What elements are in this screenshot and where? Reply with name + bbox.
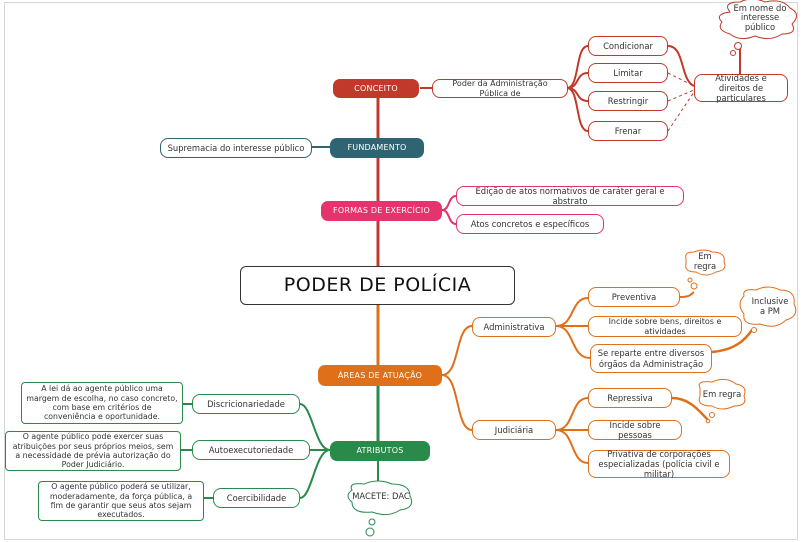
dash-frenar [667, 91, 695, 132]
areas-node[interactable]: ÁREAS DE ATUAÇÃO [318, 365, 442, 386]
adm-incide-bens[interactable]: Incide sobre bens, direitos e atividades [588, 316, 742, 337]
acao-condicionar[interactable]: Condicionar [588, 36, 668, 56]
dash-restringir [667, 89, 695, 102]
formas-node[interactable]: FORMAS DE EXERCÍCIO [321, 201, 442, 221]
area-administrativa[interactable]: Administrativa [472, 317, 556, 337]
jud-incide-pessoas[interactable]: Incide sobre pessoas [588, 420, 682, 440]
cloud-bubble [705, 418, 711, 424]
central-title: PODER DE POLÍCIA [240, 266, 515, 305]
adm-preventiva[interactable]: Preventiva [588, 287, 680, 307]
link-nota-regra-jud [671, 396, 709, 421]
link-formas-2 [441, 209, 457, 225]
descricao-coercibilidade: O agente público poderá se utilizar, mod… [38, 481, 204, 521]
conceito-definicao[interactable]: Poder da Administração Pública de [432, 79, 568, 98]
cloud-bubble [734, 42, 742, 50]
adm-reparte[interactable]: Se reparte entre diversos órgãos da Admi… [590, 344, 712, 373]
link-reparte [555, 325, 591, 359]
cloud-em-regra-adm [685, 249, 726, 276]
link-preventiva [555, 297, 589, 327]
nota-em-regra-jud: Em regra [702, 389, 742, 400]
cloud-bubble [690, 282, 698, 290]
area-judiciaria[interactable]: Judiciária [472, 420, 556, 440]
link-administrativa [441, 325, 473, 376]
dash-limitar [667, 72, 695, 87]
link-frenar [566, 87, 589, 132]
link-nota-pm [711, 329, 754, 354]
conceito-objeto[interactable]: Atividades e direitos de particulares [694, 73, 788, 103]
cloud-bubble [709, 412, 715, 418]
link-coercibilidade [299, 449, 331, 499]
acao-frenar[interactable]: Frenar [588, 121, 668, 141]
link-privativa [555, 429, 589, 464]
acao-restringir[interactable]: Restringir [588, 91, 668, 111]
jud-repressiva[interactable]: Repressiva [588, 388, 672, 408]
forma-atos-concretos[interactable]: Atos concretos e específicos [456, 214, 604, 234]
link-formas-1 [441, 195, 457, 211]
atributos-node[interactable]: ATRIBUTOS [330, 441, 430, 461]
acao-limitar[interactable]: Limitar [588, 63, 668, 83]
nota-em-regra-adm: Em regra [693, 251, 717, 271]
descricao-autoexecutoriedade: O agente público pode exercer suas atrib… [5, 431, 181, 471]
cloud-bubble [365, 527, 375, 537]
cloud-bubble [368, 518, 376, 526]
link-objeto [667, 45, 695, 87]
link-nota-regra-adm [679, 291, 695, 298]
cloud-bubble [687, 277, 693, 283]
forma-atos-normativos[interactable]: Edição de atos normativos de caráter ger… [456, 186, 684, 206]
nota-macete: MACETE: DAC [352, 491, 410, 502]
atributo-discricionariedade[interactable]: Discricionariedade [192, 394, 300, 414]
frame-border [4, 2, 798, 540]
nota-interesse-publico: Em nome do interesse público [733, 2, 787, 32]
cloud-macete [347, 480, 413, 516]
jud-privativa[interactable]: Privativa de corporações especializadas … [588, 449, 730, 479]
descricao-discricionariedade: A lei dá ao agente público uma margem de… [21, 382, 183, 424]
atributo-autoexecutoriedade[interactable]: Autoexecutoriedade [192, 440, 310, 460]
cloud-bubble [751, 327, 757, 333]
cloud-interesse-publico [718, 0, 797, 40]
link-repressiva [555, 397, 589, 431]
nota-inclusive-pm: Inclusive a PM [751, 296, 789, 316]
link-judiciaria [441, 374, 473, 431]
conceito-node[interactable]: CONCEITO [333, 79, 419, 98]
cloud-inclusive-pm [739, 286, 797, 327]
link-discricionariedade [299, 403, 331, 451]
cloud-em-regra-jud [698, 378, 746, 410]
fundamento-texto[interactable]: Supremacia do interesse público [160, 138, 312, 158]
fundamento-node[interactable]: FUNDAMENTO [330, 138, 424, 158]
cloud-bubble [730, 50, 736, 56]
atributo-coercibilidade[interactable]: Coercibilidade [213, 488, 300, 508]
